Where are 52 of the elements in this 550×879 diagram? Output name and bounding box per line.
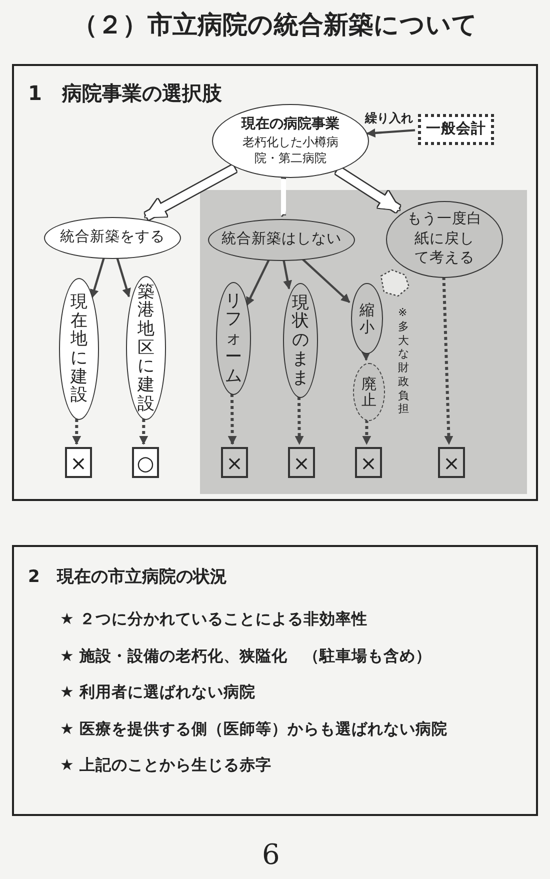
- section-panel: [12, 64, 538, 501]
- arrow: [139, 418, 148, 445]
- node-label: 統合新築はしない: [222, 230, 342, 250]
- page-title: （２）市立病院の統合新築について: [72, 9, 478, 41]
- result-box: [132, 447, 159, 478]
- page-number: 6: [262, 838, 280, 871]
- arrow: [362, 420, 372, 445]
- dotted-box: [418, 114, 494, 145]
- result-box: [288, 447, 315, 478]
- result-mark: ×: [226, 452, 243, 472]
- arrow: [294, 396, 304, 445]
- result-mark: ×: [443, 452, 460, 472]
- list-item: ★ 施設・設備の老朽化、狭隘化 （駐車場も含め）: [60, 646, 432, 666]
- list-item: ★ 医療を提供する側（医師等）からも選ばれない病院: [60, 718, 448, 740]
- arrow: [144, 164, 236, 220]
- arrow: [246, 259, 270, 306]
- arrow: [273, 178, 294, 216]
- result-box: [438, 447, 465, 478]
- arrow: [116, 258, 131, 298]
- node-label: 縮小: [360, 302, 374, 335]
- result-mark: ×: [360, 452, 377, 472]
- node-label: 廃止: [362, 376, 376, 408]
- list-item: ★ 上記のことから生じる赤字: [60, 755, 272, 776]
- result-mark: ○: [136, 452, 154, 472]
- result-box: [355, 447, 382, 478]
- arrow: [72, 418, 82, 445]
- arrow: [361, 352, 370, 361]
- node-label: 現在の病院事業: [242, 115, 340, 134]
- result-mark: ×: [293, 452, 310, 472]
- section-heading: 1 病院事業の選択肢: [28, 80, 222, 107]
- note-text: ※多大な財政負担: [398, 306, 409, 416]
- node-label: 一般会計: [426, 120, 486, 139]
- node-sublabel: 老朽化した小樽病院・第二病院: [242, 134, 340, 167]
- list-item: ★ 利用者に選ばれない病院: [60, 682, 256, 703]
- section-heading: 2 現在の市立病院の状況: [28, 566, 227, 588]
- section-panel: [12, 545, 538, 816]
- node-label: もう一度白紙に戻して考える: [406, 210, 483, 268]
- result-mark: ×: [70, 452, 87, 472]
- arrow: [366, 128, 416, 138]
- node-label: 現在地に建設: [70, 292, 88, 406]
- result-box: [65, 447, 92, 478]
- arrow: [442, 276, 454, 445]
- arrow: [90, 258, 105, 298]
- node-label: 現状のまま: [292, 294, 309, 388]
- node-label: 統合新築をする: [60, 228, 165, 248]
- result-box: [221, 447, 248, 478]
- list-item: ★ ２つに分かれていることによる非効率性: [60, 609, 368, 630]
- node-label: リフォーム: [225, 292, 242, 386]
- node-label: 築港地区に建設: [138, 282, 154, 414]
- arrow: [335, 167, 400, 212]
- arrow: [282, 260, 292, 290]
- arrow: [228, 394, 237, 445]
